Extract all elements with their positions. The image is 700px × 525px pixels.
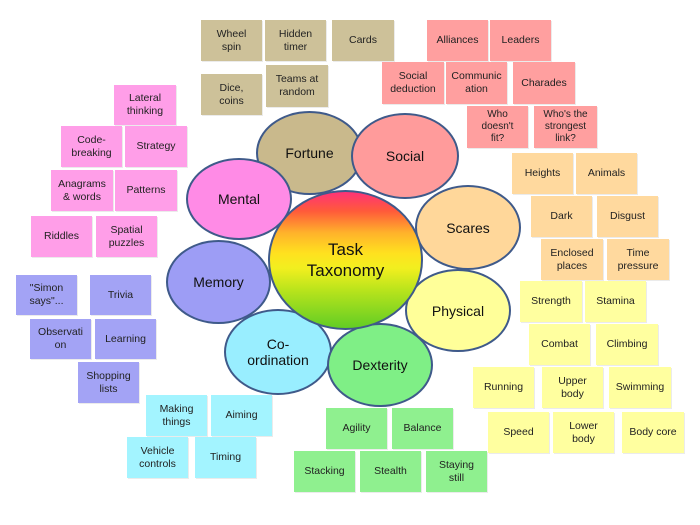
note-speed: Speed	[488, 412, 549, 453]
note-wheel-spin: Wheel spin	[201, 20, 262, 61]
note-stealth: Stealth	[360, 451, 421, 492]
category-mental: Mental	[186, 158, 292, 240]
category-dexterity: Dexterity	[327, 323, 433, 407]
note-running: Running	[473, 367, 534, 408]
note-stacking: Stacking	[294, 451, 355, 492]
note-charades: Charades	[513, 62, 575, 104]
center-task-taxonomy: Task Taxonomy	[268, 190, 423, 330]
note-aiming: Aiming	[211, 395, 272, 436]
note-teams-at-random: Teams at random	[266, 65, 328, 107]
category-physical: Physical	[405, 269, 511, 352]
note-shopping-lists: Shopping lists	[78, 362, 139, 403]
note-leaders: Leaders	[490, 20, 551, 61]
note-staying-still: Staying still	[426, 451, 487, 492]
note-body-core: Body core	[622, 412, 684, 453]
note-lower-body: Lower body	[553, 412, 614, 453]
note-dark: Dark	[531, 196, 592, 237]
note-code-breaking: Code- breaking	[61, 126, 122, 167]
category-social: Social	[351, 113, 459, 199]
note-agility: Agility	[326, 408, 387, 449]
note-whos-strongest-link: Who's the strongest link?	[534, 106, 597, 148]
note-simon-says: "Simon says"...	[16, 275, 77, 315]
note-who-doesnt-fit: Who doesn't fit?	[467, 106, 528, 148]
note-vehicle-controls: Vehicle controls	[127, 437, 188, 478]
note-hidden-timer: Hidden timer	[265, 20, 326, 61]
note-dice-coins: Dice, coins	[201, 74, 262, 115]
note-riddles: Riddles	[31, 216, 92, 257]
category-scares: Scares	[415, 185, 521, 270]
note-combat: Combat	[529, 324, 590, 365]
note-trivia: Trivia	[90, 275, 151, 315]
note-animals: Animals	[576, 153, 637, 194]
note-balance: Balance	[392, 408, 453, 449]
note-heights: Heights	[512, 153, 573, 194]
note-alliances: Alliances	[427, 20, 488, 61]
note-communication: Communic ation	[446, 62, 507, 104]
note-timing: Timing	[195, 437, 256, 478]
note-enclosed-places: Enclosed places	[541, 239, 603, 280]
category-memory: Memory	[166, 240, 271, 324]
note-upper-body: Upper body	[542, 367, 603, 408]
note-learning: Learning	[95, 319, 156, 359]
note-patterns: Patterns	[115, 170, 177, 211]
note-anagrams-words: Anagrams & words	[51, 170, 113, 211]
note-cards: Cards	[332, 20, 394, 61]
note-disgust: Disgust	[597, 196, 658, 237]
note-time-pressure: Time pressure	[607, 239, 669, 280]
note-strategy: Strategy	[125, 126, 187, 167]
note-climbing: Climbing	[596, 324, 658, 365]
note-making-things: Making things	[146, 395, 207, 436]
note-swimming: Swimming	[609, 367, 671, 408]
note-lateral-thinking: Lateral thinking	[114, 85, 176, 125]
note-spatial-puzzles: Spatial puzzles	[96, 216, 157, 257]
note-stamina: Stamina	[585, 281, 646, 322]
note-strength: Strength	[520, 281, 582, 322]
note-observation: Observati on	[30, 319, 91, 359]
note-social-deduction: Social deduction	[382, 62, 444, 104]
